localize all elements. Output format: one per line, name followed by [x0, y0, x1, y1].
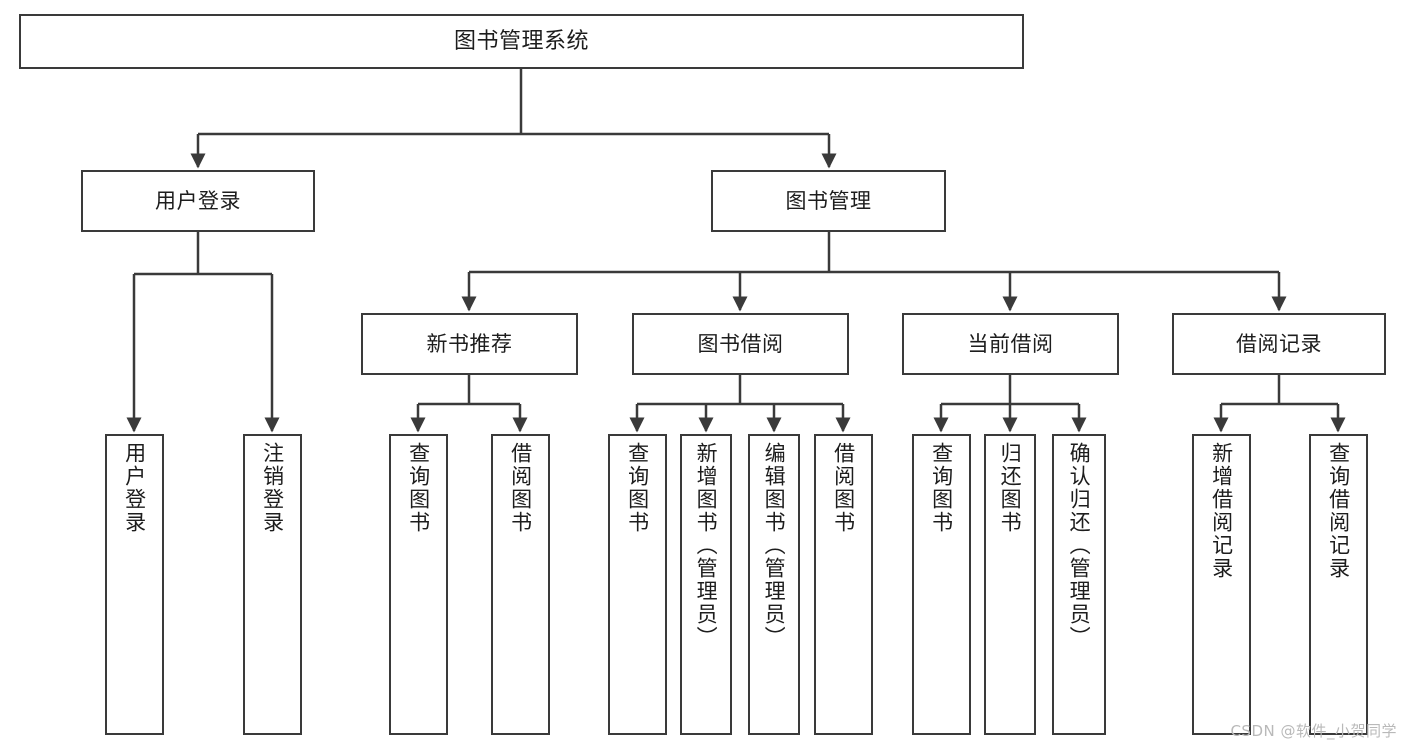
node-leaf-add-book-label: 新增图书（管理员） [694, 442, 719, 649]
node-leaf-return-book-label: 归还图书 [998, 442, 1023, 534]
node-leaf-user-login[interactable]: 用户登录 [105, 434, 164, 735]
node-leaf-logout-label: 注销登录 [260, 442, 285, 534]
node-leaf-query-book-1-label: 查询图书 [406, 442, 431, 534]
node-book-borrow[interactable]: 图书借阅 [632, 313, 849, 375]
node-leaf-add-record[interactable]: 新增借阅记录 [1192, 434, 1251, 735]
node-user-login-label: 用户登录 [155, 188, 241, 213]
node-leaf-edit-book-label: 编辑图书（管理员） [762, 442, 787, 649]
node-leaf-confirm-return-label: 确认归还（管理员） [1067, 442, 1092, 649]
node-leaf-add-record-label: 新增借阅记录 [1209, 442, 1234, 580]
node-new-book-rec[interactable]: 新书推荐 [361, 313, 578, 375]
node-leaf-borrow-book-2[interactable]: 借阅图书 [814, 434, 873, 735]
node-leaf-query-record-label: 查询借阅记录 [1326, 442, 1351, 580]
node-root[interactable]: 图书管理系统 [19, 14, 1024, 69]
node-leaf-edit-book[interactable]: 编辑图书（管理员） [748, 434, 800, 735]
node-leaf-query-book-2-label: 查询图书 [625, 442, 650, 534]
node-leaf-logout[interactable]: 注销登录 [243, 434, 302, 735]
node-leaf-confirm-return[interactable]: 确认归还（管理员） [1052, 434, 1106, 735]
node-leaf-return-book[interactable]: 归还图书 [984, 434, 1036, 735]
node-leaf-query-book-3-label: 查询图书 [929, 442, 954, 534]
node-book-manage-label: 图书管理 [785, 188, 872, 213]
node-leaf-query-book-2[interactable]: 查询图书 [608, 434, 667, 735]
node-leaf-borrow-book-1[interactable]: 借阅图书 [491, 434, 550, 735]
node-leaf-user-login-label: 用户登录 [122, 442, 147, 534]
node-current-borrow[interactable]: 当前借阅 [902, 313, 1119, 375]
node-leaf-query-book-3[interactable]: 查询图书 [912, 434, 971, 735]
node-new-book-rec-label: 新书推荐 [426, 331, 513, 356]
watermark: CSDN @软件_小贺同学 [1230, 722, 1397, 740]
node-borrow-record-label: 借阅记录 [1236, 331, 1322, 356]
node-current-borrow-label: 当前借阅 [967, 331, 1054, 356]
node-leaf-borrow-book-2-label: 借阅图书 [831, 442, 856, 534]
node-leaf-add-book[interactable]: 新增图书（管理员） [680, 434, 732, 735]
node-user-login[interactable]: 用户登录 [81, 170, 315, 232]
node-leaf-query-record[interactable]: 查询借阅记录 [1309, 434, 1368, 735]
node-leaf-borrow-book-1-label: 借阅图书 [508, 442, 533, 534]
node-root-label: 图书管理系统 [453, 28, 589, 54]
node-borrow-record[interactable]: 借阅记录 [1172, 313, 1386, 375]
node-book-borrow-label: 图书借阅 [697, 331, 784, 356]
node-leaf-query-book-1[interactable]: 查询图书 [389, 434, 448, 735]
node-book-manage[interactable]: 图书管理 [711, 170, 946, 232]
